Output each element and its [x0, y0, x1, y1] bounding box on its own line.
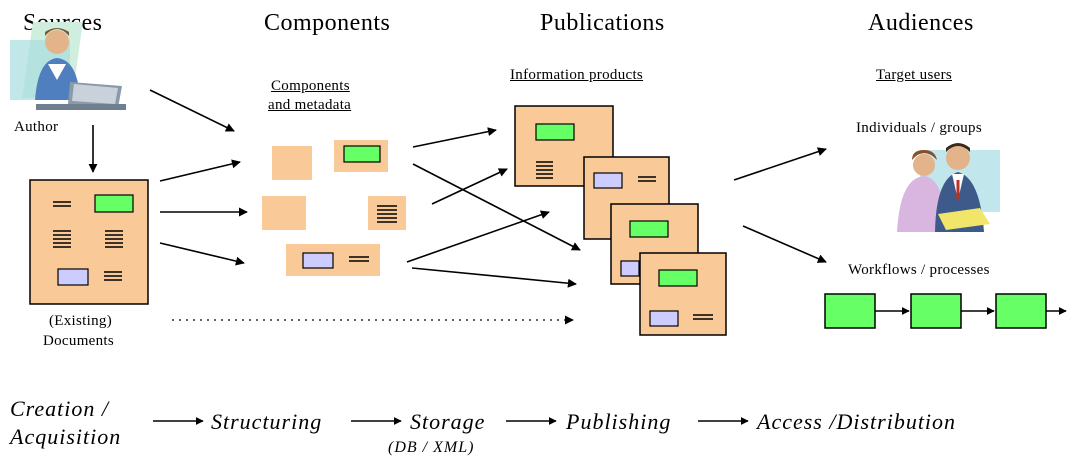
- publication-documents: [514, 105, 727, 336]
- person-at-laptop-icon: [10, 22, 126, 110]
- flow-step-storage: Storage: [410, 409, 486, 434]
- header-audiences: Audiences: [868, 10, 974, 36]
- individuals-groups-label: Individuals / groups: [856, 120, 982, 136]
- components-label-line2: and metadata: [268, 97, 352, 113]
- information-products-label: Information products: [510, 67, 644, 83]
- components-label-line1: Components: [271, 78, 350, 94]
- header-components: Components: [264, 10, 391, 36]
- author-label: Author: [14, 119, 59, 135]
- existing-documents-label-line1: (Existing): [49, 313, 112, 329]
- flow-step-creation-line1: Creation /: [10, 396, 110, 421]
- workflow-chain: [824, 293, 1067, 329]
- workflows-processes-label: Workflows / processes: [848, 262, 990, 278]
- arrows-to-audiences: [733, 147, 827, 263]
- arrows-to-publications: [172, 127, 581, 325]
- header-publications: Publications: [540, 10, 665, 36]
- existing-documents-label-line2: Documents: [43, 333, 115, 349]
- flow-step-access-distribution: Access /Distribution: [757, 409, 957, 434]
- flow-step-structuring: Structuring: [211, 409, 323, 434]
- flow-step-storage-sub: (DB / XML): [388, 439, 475, 456]
- existing-document: [29, 179, 149, 305]
- flow-step-creation-line2: Acquisition: [10, 424, 122, 449]
- two-people-icon: [897, 143, 1000, 232]
- target-users-label: Target users: [876, 67, 952, 83]
- component-blocks: [262, 140, 406, 276]
- flow-step-publishing: Publishing: [566, 409, 672, 434]
- arrows-to-components: [149, 89, 248, 266]
